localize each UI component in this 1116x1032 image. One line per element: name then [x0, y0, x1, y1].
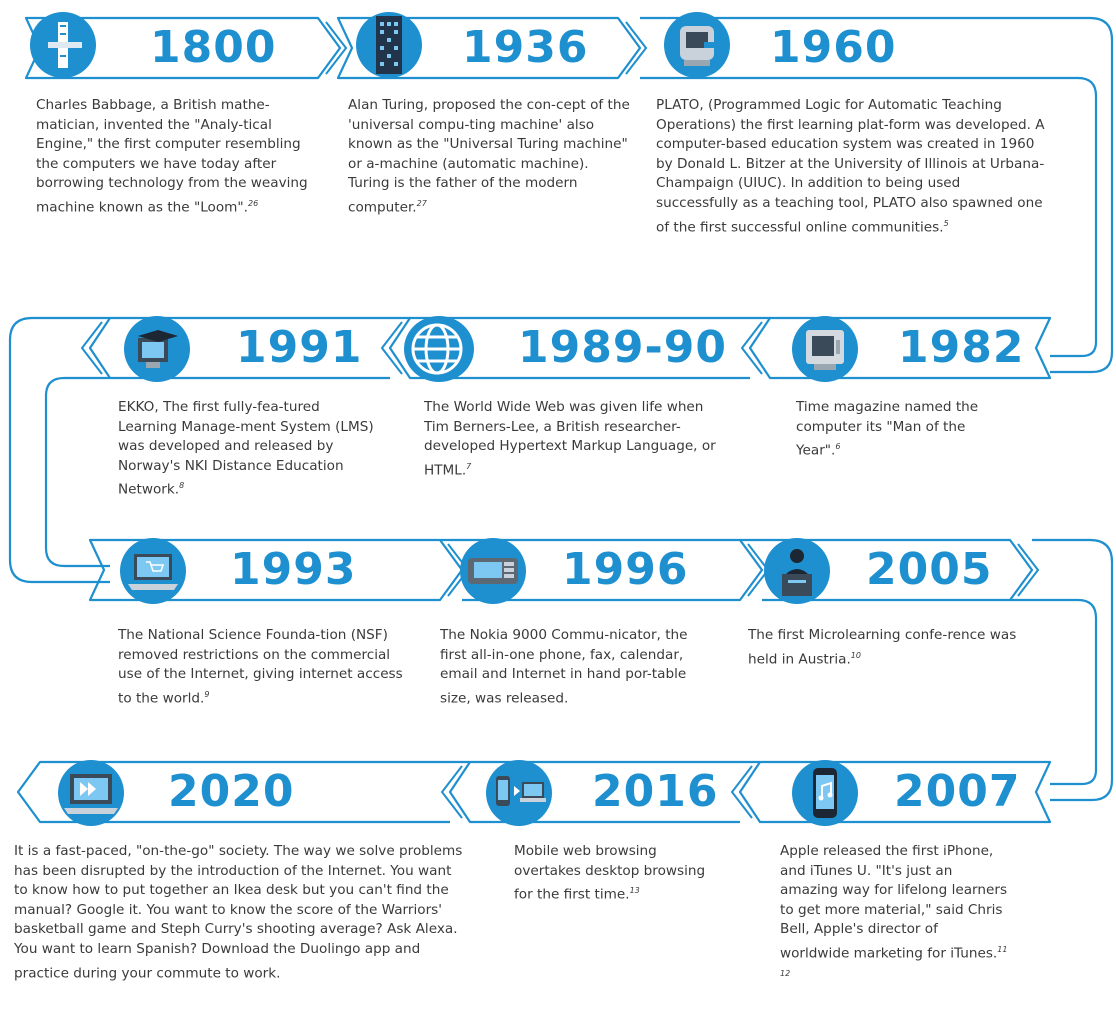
- phone-to-laptop-icon: [486, 760, 552, 826]
- year-label: 1982: [898, 322, 1025, 373]
- computer-icon: [792, 316, 858, 382]
- event-description: The Nokia 9000 Commu-nicator, the first …: [440, 627, 688, 707]
- event-description: Time magazine named the computer its "Ma…: [796, 399, 979, 459]
- event-description: Alan Turing, proposed the con-cept of th…: [348, 97, 630, 216]
- laptop-cart-icon: [120, 538, 186, 604]
- year-label: 1991: [236, 322, 363, 373]
- nokia-communicator-icon: [460, 538, 526, 604]
- year-label: 2007: [894, 766, 1021, 817]
- speaker-podium-icon: [764, 538, 830, 604]
- event-description: EKKO, The first fully-fea-tured Learning…: [118, 399, 374, 498]
- year-label: 1989-90: [518, 322, 727, 373]
- laptop-arrows-icon: [58, 760, 124, 826]
- event-description: The first Microlearning confe-rence was …: [748, 627, 1017, 668]
- year-label: 1800: [150, 22, 277, 73]
- year-label: 2020: [168, 766, 295, 817]
- event-description: The World Wide Web was given life when T…: [424, 399, 716, 479]
- event-description: Mobile web browsing overtakes desktop br…: [514, 843, 706, 903]
- year-label: 1993: [230, 544, 357, 595]
- year-label: 2005: [866, 544, 993, 595]
- year-label: 1960: [770, 22, 897, 73]
- event-description: PLATO, (Programmed Logic for Automatic T…: [656, 97, 1045, 236]
- event-description: It is a fast-paced, "on-the-go" society.…: [14, 843, 463, 982]
- iphone-music-icon: [792, 760, 858, 826]
- year-label: 2016: [592, 766, 719, 817]
- turing-machine-icon: [356, 12, 422, 78]
- year-label: 1936: [462, 22, 589, 73]
- year-label: 1996: [562, 544, 689, 595]
- globe-icon: [404, 316, 474, 382]
- loom-icon: [30, 12, 96, 78]
- event-description: Apple released the first iPhone, and iTu…: [780, 843, 1008, 979]
- plato-terminal-icon: [664, 12, 730, 78]
- event-description: The National Science Founda-tion (NSF) r…: [118, 627, 403, 707]
- graduation-computer-icon: [124, 316, 190, 382]
- event-description: Charles Babbage, a British mathe-maticia…: [36, 97, 308, 216]
